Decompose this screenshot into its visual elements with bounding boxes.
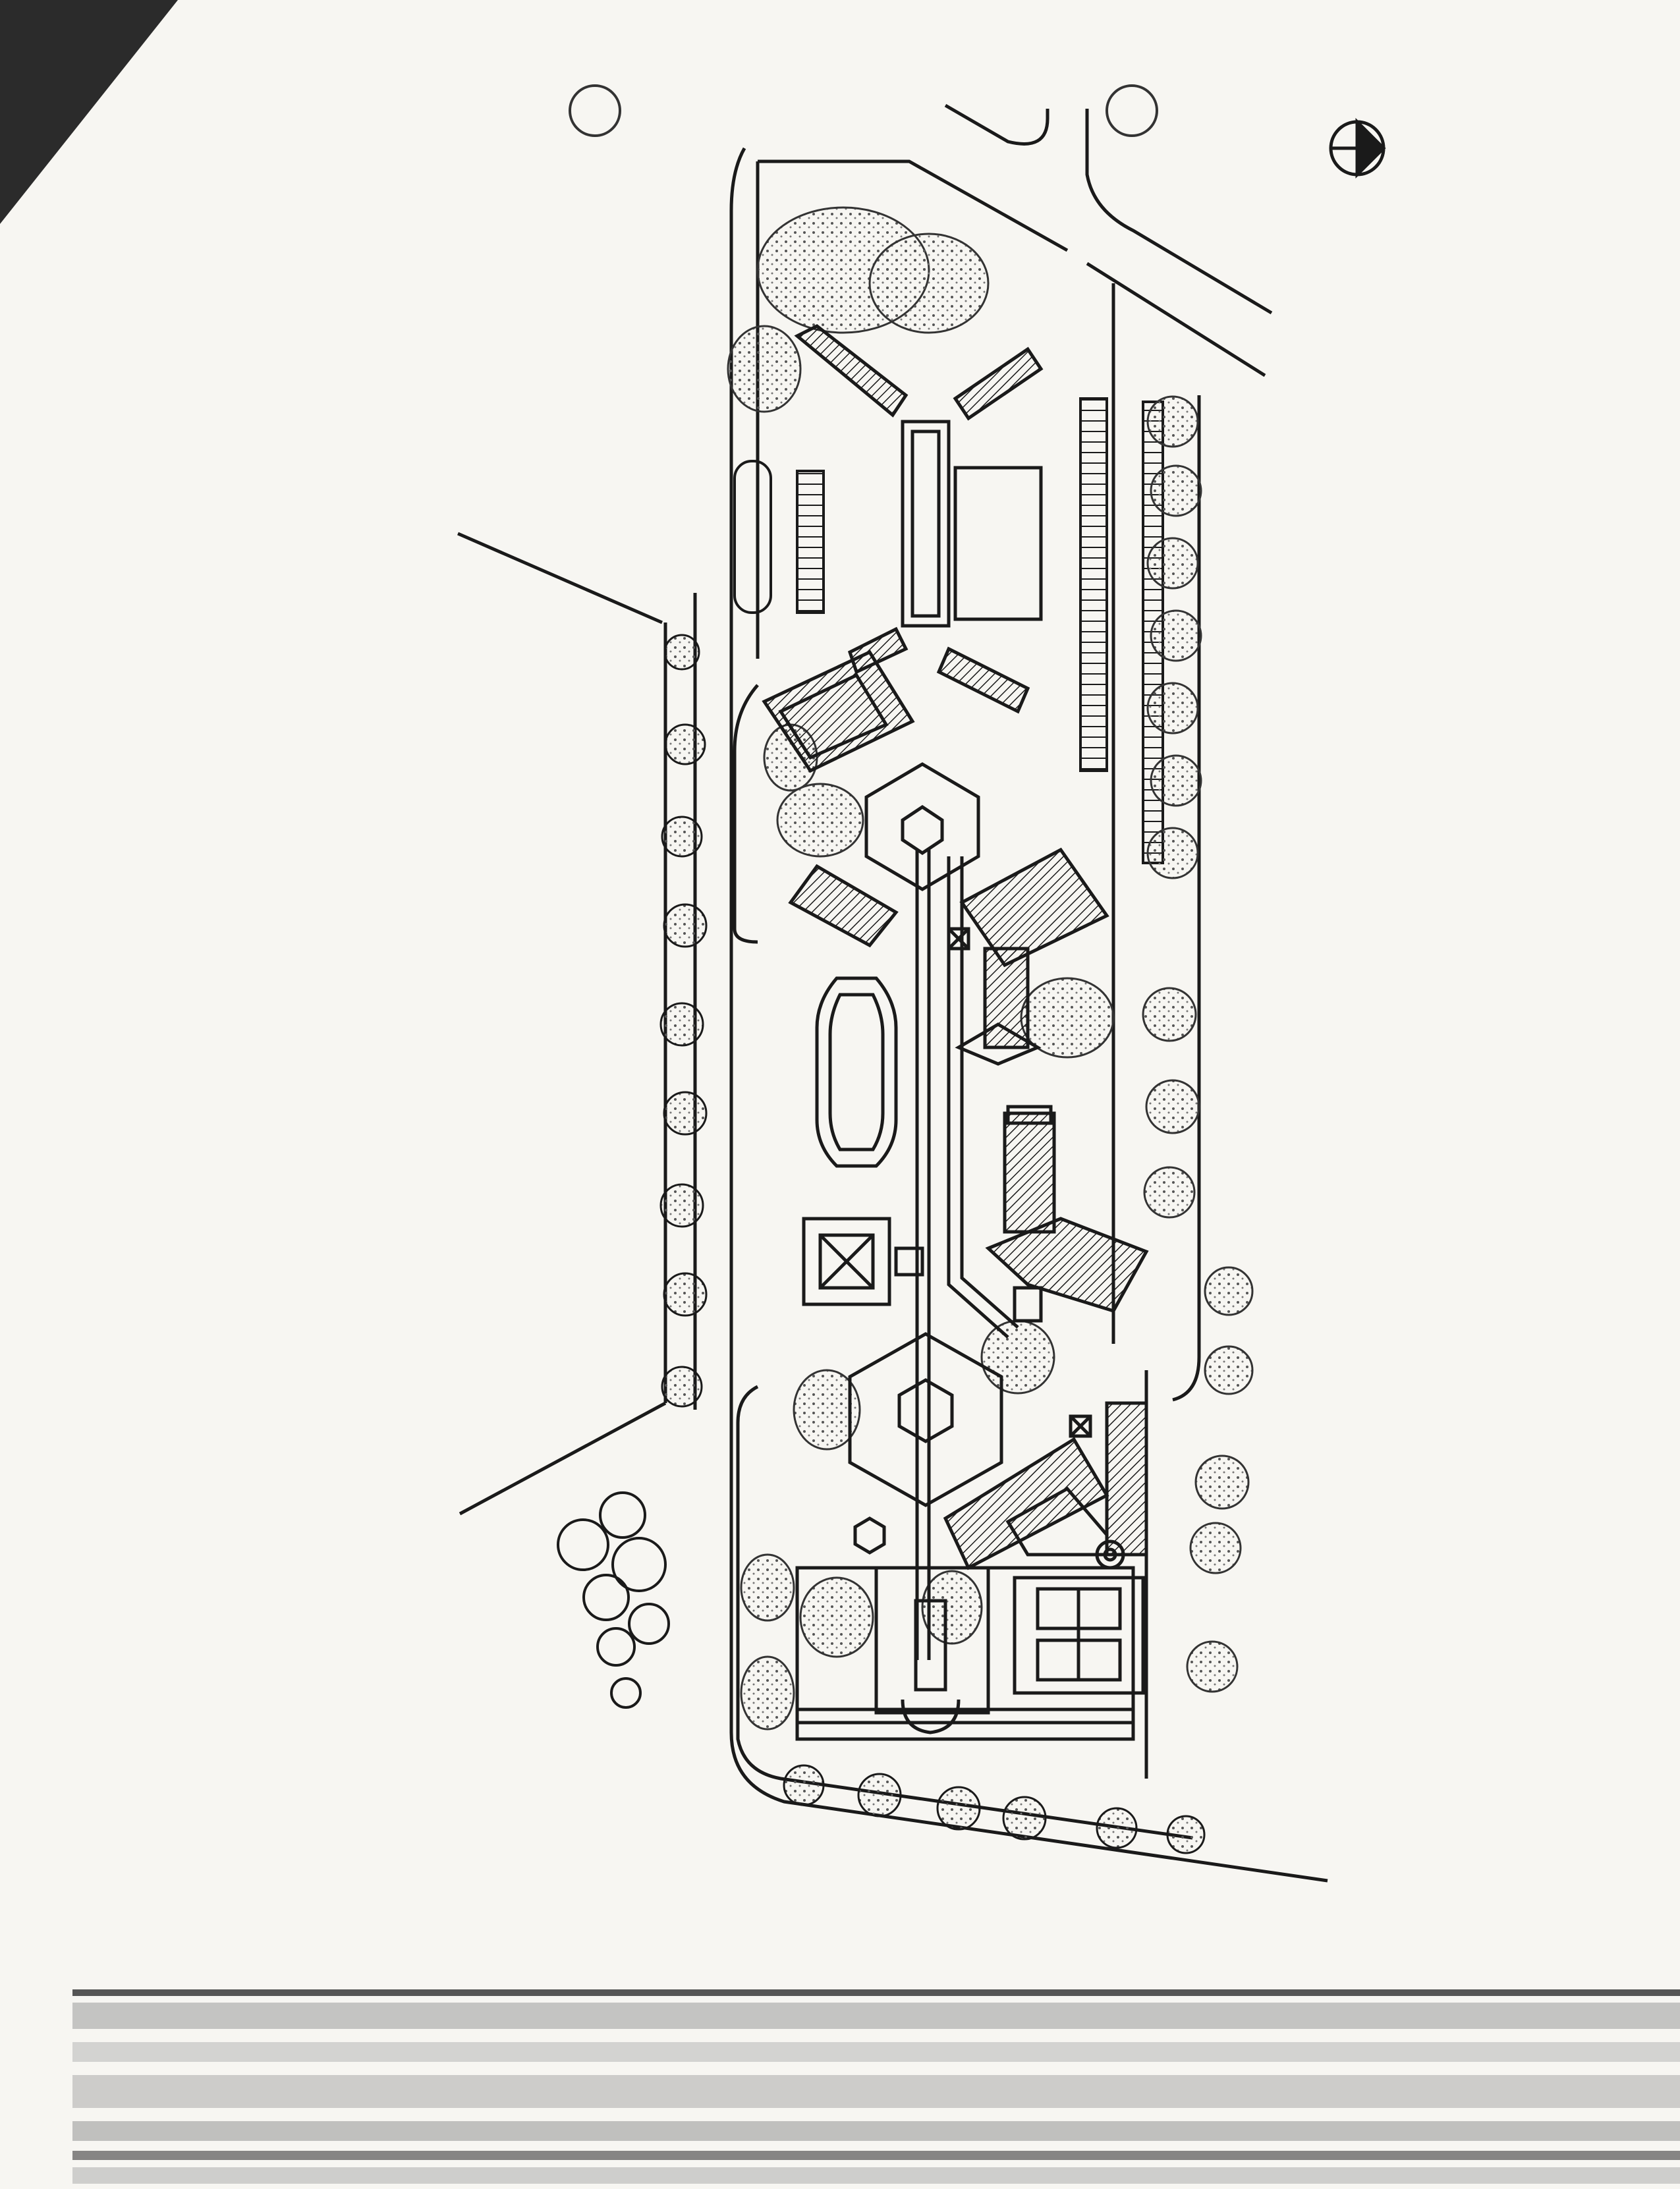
access-road-top bbox=[944, 103, 1273, 377]
square-pavilion bbox=[802, 1217, 924, 1306]
building-east-l bbox=[947, 847, 1109, 1066]
scan-noise-band bbox=[72, 1989, 1680, 2184]
palm-row-left bbox=[659, 634, 708, 1408]
building-east-t bbox=[985, 1105, 1149, 1323]
reflecting-pool bbox=[815, 976, 898, 1168]
building-west-wing bbox=[762, 650, 915, 773]
property-lines bbox=[457, 532, 697, 1516]
hexagon-courtyard-north bbox=[864, 762, 980, 891]
building-north bbox=[794, 324, 1044, 714]
central-walkway bbox=[915, 850, 1019, 1660]
hexagon-courtyard-south bbox=[848, 1332, 1003, 1507]
binder-hole-left bbox=[569, 84, 621, 137]
building-pavilion-west bbox=[788, 864, 899, 948]
garden-plaza bbox=[795, 1566, 1135, 1741]
palm-row-south bbox=[783, 1764, 1206, 1854]
tennis-courts bbox=[1013, 1576, 1145, 1695]
gazebo bbox=[853, 1516, 886, 1555]
tree-cluster-southwest bbox=[557, 1491, 670, 1709]
tree-groups bbox=[727, 206, 1115, 1731]
binder-hole-right bbox=[1106, 84, 1158, 137]
tree-row-east bbox=[1142, 395, 1254, 1693]
perimeter-road bbox=[729, 147, 1328, 1883]
scan-corner-shadow bbox=[0, 0, 178, 224]
north-arrow-icon bbox=[1329, 117, 1386, 179]
building-southeast bbox=[943, 1401, 1148, 1570]
parking-lot-west bbox=[733, 460, 825, 614]
